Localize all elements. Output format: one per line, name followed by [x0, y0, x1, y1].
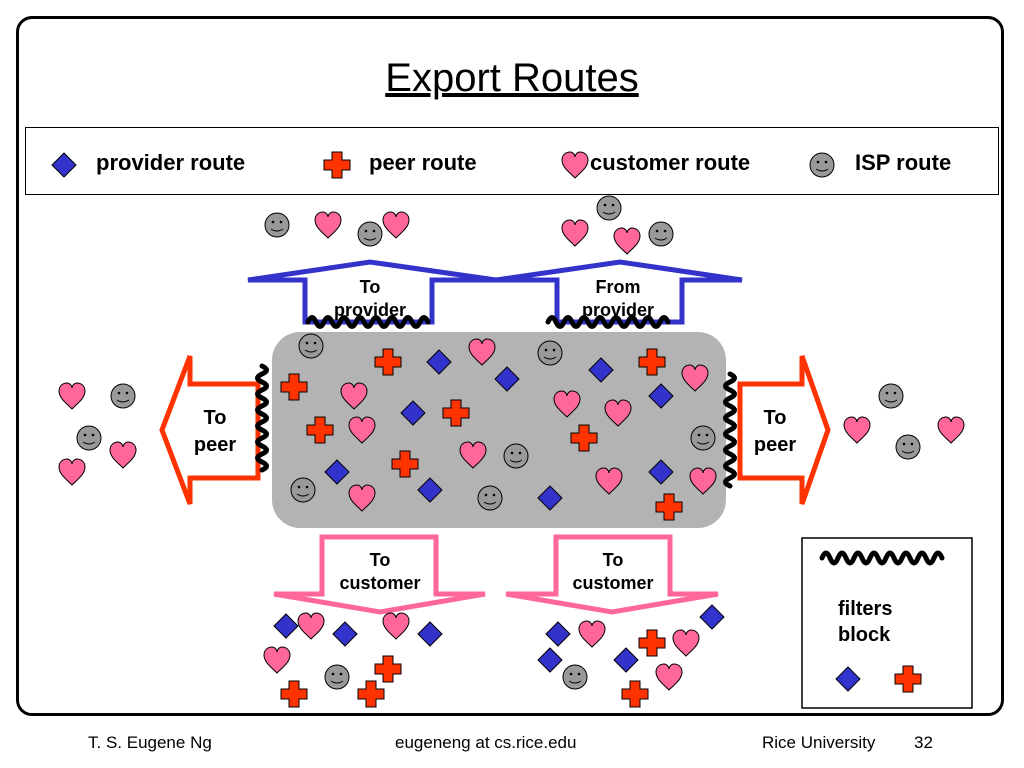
slide-frame: [16, 16, 1004, 716]
legend-provider-label: provider route: [96, 150, 246, 175]
provider-route-diamond-icon: [545, 621, 571, 647]
isp-route-smiley-icon: [298, 333, 324, 359]
to-peer-right-label-line1: To: [764, 407, 787, 429]
filter-to-provider-icon: [305, 315, 431, 329]
isp-route-smiley-icon: [690, 425, 716, 451]
to-peer-right-arrow: [737, 355, 831, 505]
filter-legend-line2: block: [838, 624, 891, 646]
peer-route-cross-icon: [357, 680, 385, 708]
isp-route-smiley-icon: [537, 340, 563, 366]
customer-route-heart-icon: [58, 458, 86, 486]
customer-route-heart-icon: [263, 646, 291, 674]
from-provider-label-line2: provider: [582, 300, 654, 320]
to-customer-right-label-line1: To: [603, 550, 624, 570]
to-customer-right-arrow: [505, 534, 719, 615]
peer-route-cross-icon: [374, 655, 402, 683]
customer-route-heart-icon: [655, 663, 683, 691]
peer-route-cross-icon: [280, 680, 308, 708]
customer-route-heart-icon: [314, 211, 342, 239]
isp-route-smiley-icon: [503, 443, 529, 469]
to-customer-right-label-line2: customer: [572, 573, 653, 593]
to-customer-left-label-line1: To: [370, 550, 391, 570]
to-provider-label-line2: provider: [334, 300, 406, 320]
to-peer-left-label-line2: peer: [194, 434, 236, 456]
to-peer-left-label-line1: To: [204, 407, 227, 429]
to-peer-right-label-line2: peer: [754, 434, 796, 456]
peer-route-cross-icon: [638, 629, 666, 657]
customer-route-heart-icon: [937, 416, 965, 444]
peer-route-cross-icon: [621, 680, 649, 708]
filter-legend-line1: filters: [838, 598, 892, 620]
to-peer-left-arrow: [159, 355, 261, 505]
filter-legend-squiggle-icon: [819, 550, 945, 566]
from-provider-arrow: [495, 259, 743, 325]
to-provider-arrow: [247, 259, 497, 325]
provider-route-diamond-icon: [417, 621, 443, 647]
filter-to-peer-right-icon: [723, 371, 737, 489]
legend-customer-heart-icon: [561, 151, 589, 179]
legend-isp-smiley-icon: [809, 152, 835, 178]
provider-route-diamond-icon: [537, 647, 563, 673]
footer-author: T. S. Eugene Ng: [88, 733, 212, 752]
isp-route-smiley-icon: [110, 383, 136, 409]
footer-page-number: 32: [914, 733, 933, 752]
legend-customer-label: customer route: [590, 150, 751, 175]
legend-peer-cross-icon: [323, 151, 351, 179]
filter-legend-box: [801, 537, 973, 709]
provider-route-diamond-icon: [332, 621, 358, 647]
from-provider-label-line1: From: [596, 277, 641, 297]
filter-to-peer-left-icon: [255, 363, 269, 473]
filter-from-provider-icon: [545, 315, 671, 329]
to-provider-label-line1: To: [360, 277, 381, 297]
customer-route-heart-icon: [613, 227, 641, 255]
isp-route-smiley-icon: [596, 195, 622, 221]
customer-route-heart-icon: [382, 612, 410, 640]
customer-route-heart-icon: [843, 416, 871, 444]
customer-route-heart-icon: [578, 620, 606, 648]
isp-route-smiley-icon: [895, 434, 921, 460]
customer-route-heart-icon: [58, 382, 86, 410]
isp-route-smiley-icon: [76, 425, 102, 451]
isp-route-smiley-icon: [357, 221, 383, 247]
legend-box: [25, 127, 999, 195]
isp-route-smiley-icon: [878, 383, 904, 409]
to-customer-left-label-line2: customer: [339, 573, 420, 593]
isp-route-smiley-icon: [648, 221, 674, 247]
footer-email: eugeneng at cs.rice.edu: [395, 733, 577, 752]
provider-route-diamond-icon: [699, 604, 725, 630]
customer-route-heart-icon: [109, 441, 137, 469]
to-customer-left-arrow: [273, 534, 486, 615]
slide-title: Export Routes: [385, 56, 639, 100]
provider-route-diamond-icon: [613, 647, 639, 673]
legend-peer-label: peer route: [369, 150, 477, 175]
isp-route-smiley-icon: [324, 664, 350, 690]
provider-route-diamond-icon: [273, 613, 299, 639]
isp-route-smiley-icon: [290, 477, 316, 503]
customer-route-heart-icon: [672, 629, 700, 657]
legend-provider-diamond-icon: [51, 152, 77, 178]
customer-route-heart-icon: [561, 219, 589, 247]
customer-route-heart-icon: [297, 612, 325, 640]
isp-route-smiley-icon: [562, 664, 588, 690]
isp-route-smiley-icon: [264, 212, 290, 238]
customer-route-heart-icon: [382, 211, 410, 239]
legend-isp-label: ISP route: [855, 150, 952, 175]
isp-route-smiley-icon: [477, 485, 503, 511]
footer-institution: Rice University: [762, 733, 876, 752]
